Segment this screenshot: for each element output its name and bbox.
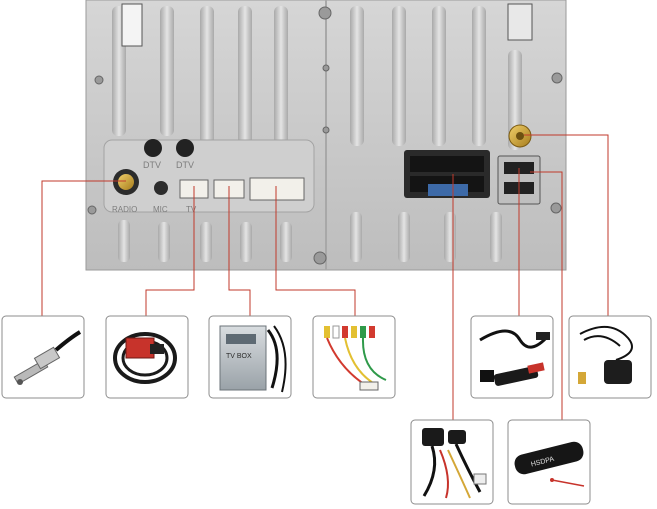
tv-label: TV <box>186 205 197 214</box>
panel-ribs-left <box>112 6 288 156</box>
thumb-radio-adapter[interactable] <box>1 315 85 399</box>
main-harness-connector[interactable] <box>404 150 490 198</box>
radio-label: RADIO <box>112 205 137 214</box>
gps-antenna-icon <box>578 326 633 384</box>
thumb-hsdpa-dongle[interactable]: HSDPA <box>507 419 591 505</box>
rca-cable-icon <box>324 325 387 391</box>
wiring-harness-icon <box>422 428 487 499</box>
tv-box-label: TV BOX <box>226 353 252 360</box>
thumb-wiring-harness[interactable] <box>410 419 494 505</box>
radio-adapter-icon <box>13 330 82 385</box>
top-bracket-left <box>121 3 143 47</box>
panel-screws <box>87 6 563 265</box>
tv-box-icon: TV BOX <box>219 325 287 393</box>
thumb-dtv-cable[interactable] <box>105 315 189 399</box>
panel-ribs-bottom <box>118 212 502 262</box>
hsdpa-dongle-icon: HSDPA <box>514 441 585 487</box>
mic-jack[interactable] <box>154 181 168 195</box>
wire-3g-dongle <box>530 171 563 420</box>
dtv-jack-2[interactable] <box>176 139 194 157</box>
thumb-rca-cable[interactable] <box>312 315 396 399</box>
connection-wires <box>41 134 609 420</box>
wire-dtv-box <box>145 186 195 316</box>
radio-jack-gold <box>118 174 134 190</box>
dtv-cable-icon <box>113 332 177 384</box>
dtv-label-2: DTV <box>176 160 194 170</box>
mic-label: MIC <box>153 205 168 214</box>
gps-jack-center <box>516 132 524 140</box>
thumb-tv-box[interactable]: TV BOX <box>208 315 292 399</box>
thumb-gps-antenna[interactable] <box>568 315 652 399</box>
panel-ribs-right <box>350 6 522 150</box>
dtv-label-1: DTV <box>143 160 161 170</box>
rear-panel: DTV DTV RADIO MIC TV <box>85 0 567 271</box>
wire-tv-box <box>228 186 251 316</box>
wire-rca-cable <box>275 186 356 316</box>
wire-gps-antenna <box>524 134 609 316</box>
connector-rca[interactable] <box>249 177 305 201</box>
thumb-usb-stick[interactable] <box>470 315 554 399</box>
top-bracket-right <box>507 3 533 41</box>
usb-stick-icon <box>479 329 550 386</box>
wire-radio-antenna <box>41 180 126 316</box>
dtv-jack-1[interactable] <box>144 139 162 157</box>
